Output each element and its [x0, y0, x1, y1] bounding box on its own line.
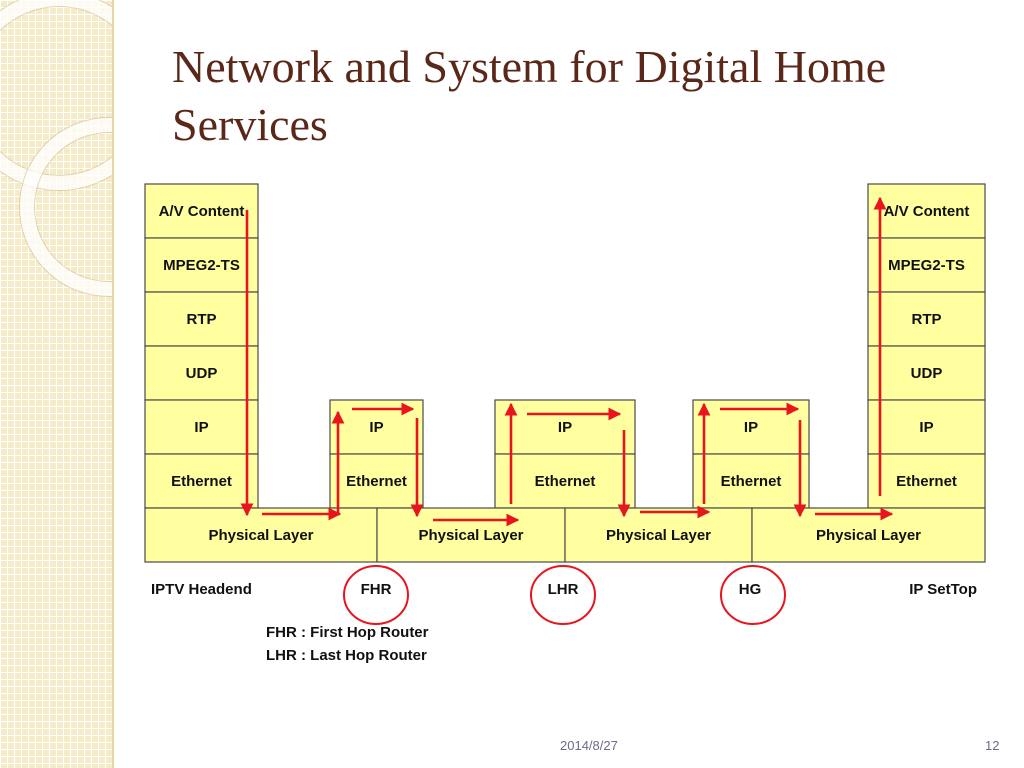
- layer-ip-settop-ip-rect: [867, 399, 986, 455]
- layer-ip-settop-rtp-text: RTP: [912, 311, 942, 328]
- layer-ip-settop-ip: IP: [867, 399, 986, 455]
- node-label-lhr: LHR: [548, 581, 579, 598]
- node-label-ip-settop: IP SetTop: [909, 581, 977, 598]
- layer-ip-settop-a-v-content-rect: [867, 183, 986, 239]
- highlight-circle-fhr: [343, 565, 409, 625]
- slide-date: 2014/8/27: [560, 738, 618, 753]
- legend-line-1: FHR : First Hop Router: [266, 624, 429, 641]
- layer-iptv-headend-rtp-rect: [144, 291, 259, 347]
- layer-ip-settop-ip-text: IP: [919, 419, 933, 436]
- physical-layer-segment-4: Physical Layer: [751, 507, 986, 563]
- layer-iptv-headend-ethernet: Ethernet: [144, 453, 259, 509]
- legend-line-2: LHR : Last Hop Router: [266, 647, 427, 664]
- physical-layer-segment-3-text: Physical Layer: [606, 527, 711, 544]
- layer-fhr-ip-text: IP: [369, 419, 383, 436]
- physical-layer-segment-3: Physical Layer: [564, 507, 753, 563]
- layer-iptv-headend-a-v-content: A/V Content: [144, 183, 259, 239]
- layer-iptv-headend-a-v-content-rect: [144, 183, 259, 239]
- layer-iptv-headend-mpeg2-ts-text: MPEG2-TS: [163, 257, 240, 274]
- layer-ip-settop-a-v-content-text: A/V Content: [884, 203, 970, 220]
- physical-layer-segment-2: Physical Layer: [376, 507, 566, 563]
- layer-hg-ethernet: Ethernet: [692, 453, 810, 509]
- layer-iptv-headend-ethernet-rect: [144, 453, 259, 509]
- layer-ip-settop-mpeg2-ts-rect: [867, 237, 986, 293]
- layer-iptv-headend-udp: UDP: [144, 345, 259, 401]
- layer-ip-settop-a-v-content: A/V Content: [867, 183, 986, 239]
- layer-ip-settop-mpeg2-ts: MPEG2-TS: [867, 237, 986, 293]
- layer-fhr-ethernet-text: Ethernet: [346, 473, 407, 490]
- layer-iptv-headend-ip-text: IP: [194, 419, 208, 436]
- physical-layer-segment-4-rect: [751, 507, 986, 563]
- highlight-circle-hg: [720, 565, 786, 625]
- highlight-circle-lhr: [530, 565, 596, 625]
- layer-iptv-headend-udp-text: UDP: [186, 365, 218, 382]
- layer-ip-settop-udp-text: UDP: [911, 365, 943, 382]
- layer-iptv-headend-ethernet-text: Ethernet: [171, 473, 232, 490]
- physical-layer-segment-1-text: Physical Layer: [208, 527, 313, 544]
- layer-lhr-ethernet-text: Ethernet: [535, 473, 596, 490]
- node-label-iptv-headend: IPTV Headend: [151, 581, 252, 598]
- layer-ip-settop-udp: UDP: [867, 345, 986, 401]
- node-label-fhr: FHR: [361, 581, 392, 598]
- layer-ip-settop-ethernet-text: Ethernet: [896, 473, 957, 490]
- physical-layer-segment-2-text: Physical Layer: [418, 527, 523, 544]
- layer-ip-settop-mpeg2-ts-text: MPEG2-TS: [888, 257, 965, 274]
- layer-ip-settop-rtp: RTP: [867, 291, 986, 347]
- layer-iptv-headend-mpeg2-ts: MPEG2-TS: [144, 237, 259, 293]
- slide-title: Network and System for Digital Home Serv…: [172, 41, 887, 150]
- layer-lhr-ip-text: IP: [558, 419, 572, 436]
- layer-lhr-ethernet: Ethernet: [494, 453, 636, 509]
- layer-hg-ip-text: IP: [744, 419, 758, 436]
- layer-fhr-ethernet: Ethernet: [329, 453, 424, 509]
- physical-layer-segment-4-text: Physical Layer: [816, 527, 921, 544]
- layer-iptv-headend-mpeg2-ts-rect: [144, 237, 259, 293]
- physical-layer-segment-2-rect: [376, 507, 566, 563]
- decorative-sidebar: [0, 0, 114, 768]
- physical-layer-segment-1: Physical Layer: [144, 507, 378, 563]
- layer-iptv-headend-rtp: RTP: [144, 291, 259, 347]
- physical-layer-segment-3-rect: [564, 507, 753, 563]
- node-label-hg: HG: [739, 581, 762, 598]
- layer-iptv-headend-ip: IP: [144, 399, 259, 455]
- layer-fhr-ethernet-rect: [329, 453, 424, 509]
- layer-ip-settop-ethernet: Ethernet: [867, 453, 986, 509]
- slide-page-number: 12: [985, 738, 1000, 753]
- layer-lhr-ip: IP: [494, 399, 636, 455]
- layer-hg-ethernet-text: Ethernet: [721, 473, 782, 490]
- layer-iptv-headend-a-v-content-text: A/V Content: [159, 203, 245, 220]
- layer-iptv-headend-rtp-text: RTP: [187, 311, 217, 328]
